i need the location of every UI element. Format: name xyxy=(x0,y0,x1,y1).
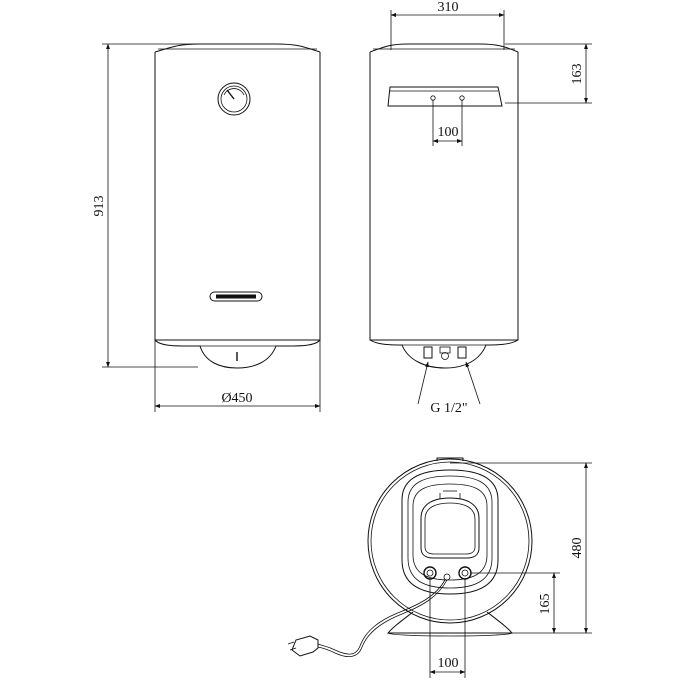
control-window xyxy=(420,497,480,559)
dim-pipe-height-label: 165 xyxy=(538,594,553,615)
dim-height-label: 913 xyxy=(92,196,107,217)
front-body-outline xyxy=(154,52,321,341)
power-cord xyxy=(317,579,446,655)
thermometer-dial-icon xyxy=(217,82,251,116)
support-stand xyxy=(386,611,514,634)
back-bottom-cover xyxy=(369,339,519,369)
dim-top-width-label: 310 xyxy=(438,0,459,15)
mounting-bracket xyxy=(387,86,503,107)
tank-circle xyxy=(367,458,533,624)
bottom-cover-outer xyxy=(401,469,499,595)
back-body-outline xyxy=(369,52,519,341)
front-view: 913 Ø450 xyxy=(92,43,321,412)
back-top-cap xyxy=(369,43,519,53)
brand-badge xyxy=(209,291,263,302)
front-bottom-cover xyxy=(154,339,321,369)
dim-diameter-label: Ø450 xyxy=(221,391,252,406)
front-top-cap xyxy=(154,43,321,53)
thread-label: G 1/2" xyxy=(430,401,467,416)
thread-leader-right xyxy=(465,361,481,405)
back-view: 310 163 100 G 1/2" xyxy=(369,0,592,416)
pipe-connectors xyxy=(423,346,467,360)
dim-bracket-height-label: 163 xyxy=(570,64,585,85)
thread-leader-left xyxy=(417,361,429,405)
power-plug-icon xyxy=(287,635,319,657)
dim-bracket-spacing-label: 100 xyxy=(438,125,459,140)
dim-pipe-spacing-label: 100 xyxy=(438,656,459,671)
bottom-view: 480 165 100 xyxy=(287,457,592,678)
dim-depth-label: 480 xyxy=(570,538,585,559)
